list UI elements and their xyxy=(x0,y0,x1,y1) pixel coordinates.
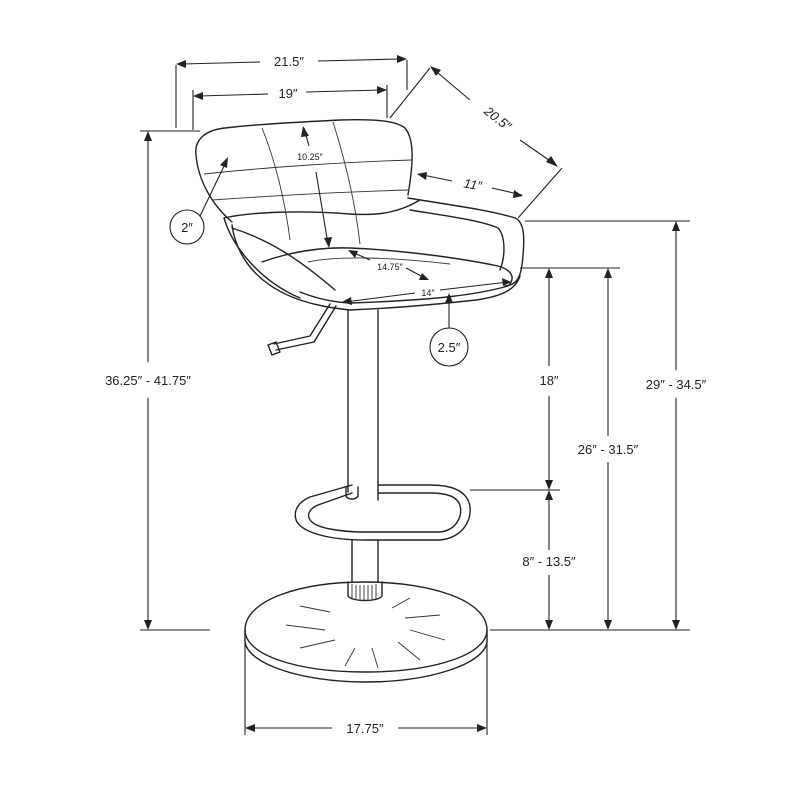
stool-drawing xyxy=(195,118,525,683)
label-seat-height: 26″ - 31.5″ xyxy=(578,442,639,457)
label-seat-thickness: 2.5″ xyxy=(438,340,461,355)
label-arm-to-seat: 18″ xyxy=(539,373,558,388)
dim-back-width: 19″ xyxy=(192,85,388,130)
label-back-height: 10.25″ xyxy=(297,152,324,162)
dim-seat-width: 14″ xyxy=(342,278,511,305)
label-arm-length: 11″ xyxy=(463,176,484,194)
stool-base xyxy=(244,581,488,683)
dim-seat-height: 26″ - 31.5″ xyxy=(490,267,639,631)
seat xyxy=(223,199,521,311)
dim-seat-depth: 14.75″ xyxy=(348,250,429,280)
dim-seat-thickness-callout: 2.5″ xyxy=(429,293,469,367)
cylinder-collar xyxy=(347,581,383,602)
label-footrest-height: 8″ - 13.5″ xyxy=(522,554,576,569)
label-back-width: 19″ xyxy=(278,86,297,101)
dim-overall-width: 21.5″ xyxy=(175,54,408,128)
dim-base-diameter: 17.75″ xyxy=(244,640,488,736)
dim-arm-to-seat: 18″ xyxy=(470,267,560,491)
label-arm-height-total: 29″ - 34.5″ xyxy=(646,377,707,392)
armrest xyxy=(407,197,525,287)
label-overall-height: 36.25″ - 41.75″ xyxy=(105,373,191,388)
label-depth: 20.5″ xyxy=(481,103,515,134)
lower-column xyxy=(351,539,379,583)
label-seat-width: 14″ xyxy=(421,288,435,298)
label-base-diameter: 17.75″ xyxy=(346,721,384,736)
upper-column xyxy=(347,309,379,501)
dim-arm-height-callout: 2″ xyxy=(169,157,228,245)
dim-arm-length: 11″ xyxy=(417,172,523,198)
footrest-ring xyxy=(294,484,471,541)
dim-back-height: 10.25″ xyxy=(297,126,332,248)
dim-footrest-height: 8″ - 13.5″ xyxy=(522,490,576,630)
label-seat-depth: 14.75″ xyxy=(377,262,404,272)
dim-depth: 20.5″ xyxy=(389,66,563,219)
label-overall-width: 21.5″ xyxy=(274,54,304,69)
label-arm-height: 2″ xyxy=(181,220,193,235)
backrest xyxy=(195,118,413,245)
dim-overall-height: 36.25″ - 41.75″ xyxy=(105,130,210,631)
dim-arm-height-total: 29″ - 34.5″ xyxy=(525,220,707,631)
height-lever xyxy=(267,303,337,356)
